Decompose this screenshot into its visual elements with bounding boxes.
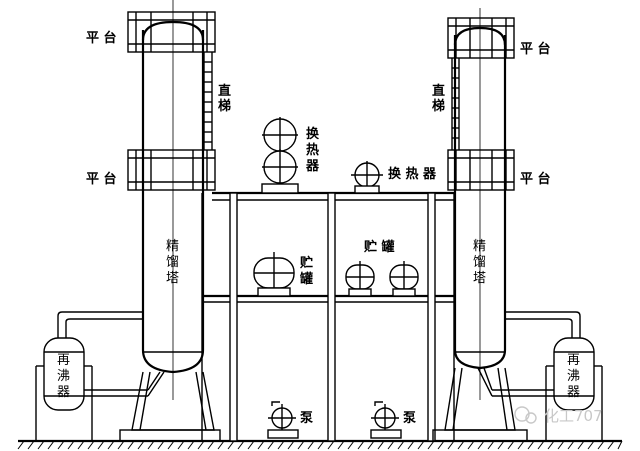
- label-reboiler-left-1: 再: [57, 353, 70, 368]
- label-reboiler-left-2: 沸: [57, 369, 70, 384]
- label-platform-mid-left: 平 台: [86, 171, 117, 187]
- distillation-column-right: [432, 8, 528, 442]
- platform-mid-right: [447, 149, 515, 191]
- label-tank-left-2: 罐: [299, 271, 313, 287]
- pump-left: [267, 401, 299, 439]
- label-ladder-left-2: 梯: [218, 98, 231, 114]
- label-column-right-1: 精: [473, 239, 486, 254]
- heat-exchanger-horizontal: [351, 161, 383, 194]
- ladder-right: [451, 58, 460, 150]
- platform-top-left: [127, 11, 216, 53]
- label-platform-mid-right: 平 台: [520, 171, 551, 187]
- label-reboiler-right-3: 器: [567, 385, 580, 400]
- label-reboiler-left-3: 器: [57, 385, 70, 400]
- watermark-text: 化工707: [544, 407, 603, 425]
- platform-top-right: [447, 17, 515, 59]
- label-hx-stacked-2: 热: [306, 142, 319, 158]
- label-tank-pair: 贮 罐: [363, 239, 395, 255]
- label-column-left-3: 塔: [166, 271, 179, 286]
- ground: [17, 439, 623, 450]
- label-pump-left: 泵: [300, 411, 313, 426]
- label-platform-top-left: 平 台: [86, 30, 117, 46]
- label-pump-right: 泵: [403, 411, 416, 426]
- storage-tank-pair: [345, 261, 419, 297]
- label-ladder-left-1: 直: [218, 83, 231, 99]
- storage-tank-left: [253, 252, 295, 297]
- distillation-column-left: [119, 0, 221, 442]
- watermark-icon: [514, 406, 530, 422]
- piping-left: [57, 311, 165, 397]
- label-column-right-2: 馏: [473, 255, 486, 270]
- pump-right: [370, 401, 402, 439]
- label-platform-top-right: 平 台: [520, 41, 551, 57]
- label-tank-left-1: 贮: [299, 255, 313, 271]
- label-hx-stacked-1: 换: [306, 126, 320, 142]
- label-hx-stacked-3: 器: [305, 159, 320, 174]
- heat-exchanger-stacked: [261, 117, 299, 194]
- label-ladder-right-2: 梯: [432, 98, 445, 114]
- platform-mid-left: [127, 149, 216, 191]
- ladder-left: [203, 52, 213, 150]
- watermark: 化工707: [514, 406, 603, 425]
- label-ladder-right-1: 直: [432, 83, 445, 99]
- label-reboiler-right-2: 沸: [567, 369, 580, 384]
- label-column-left-2: 馏: [166, 255, 179, 270]
- steel-structure: [201, 191, 456, 442]
- label-reboiler-right-1: 再: [567, 353, 580, 368]
- piping-right: [477, 311, 581, 397]
- label-column-right-3: 塔: [473, 271, 486, 286]
- reboiler-left: [35, 337, 93, 441]
- reboiler-right: [545, 337, 603, 441]
- label-column-left-1: 精: [166, 239, 179, 254]
- label-hx-horizontal: 换 热 器: [388, 166, 437, 182]
